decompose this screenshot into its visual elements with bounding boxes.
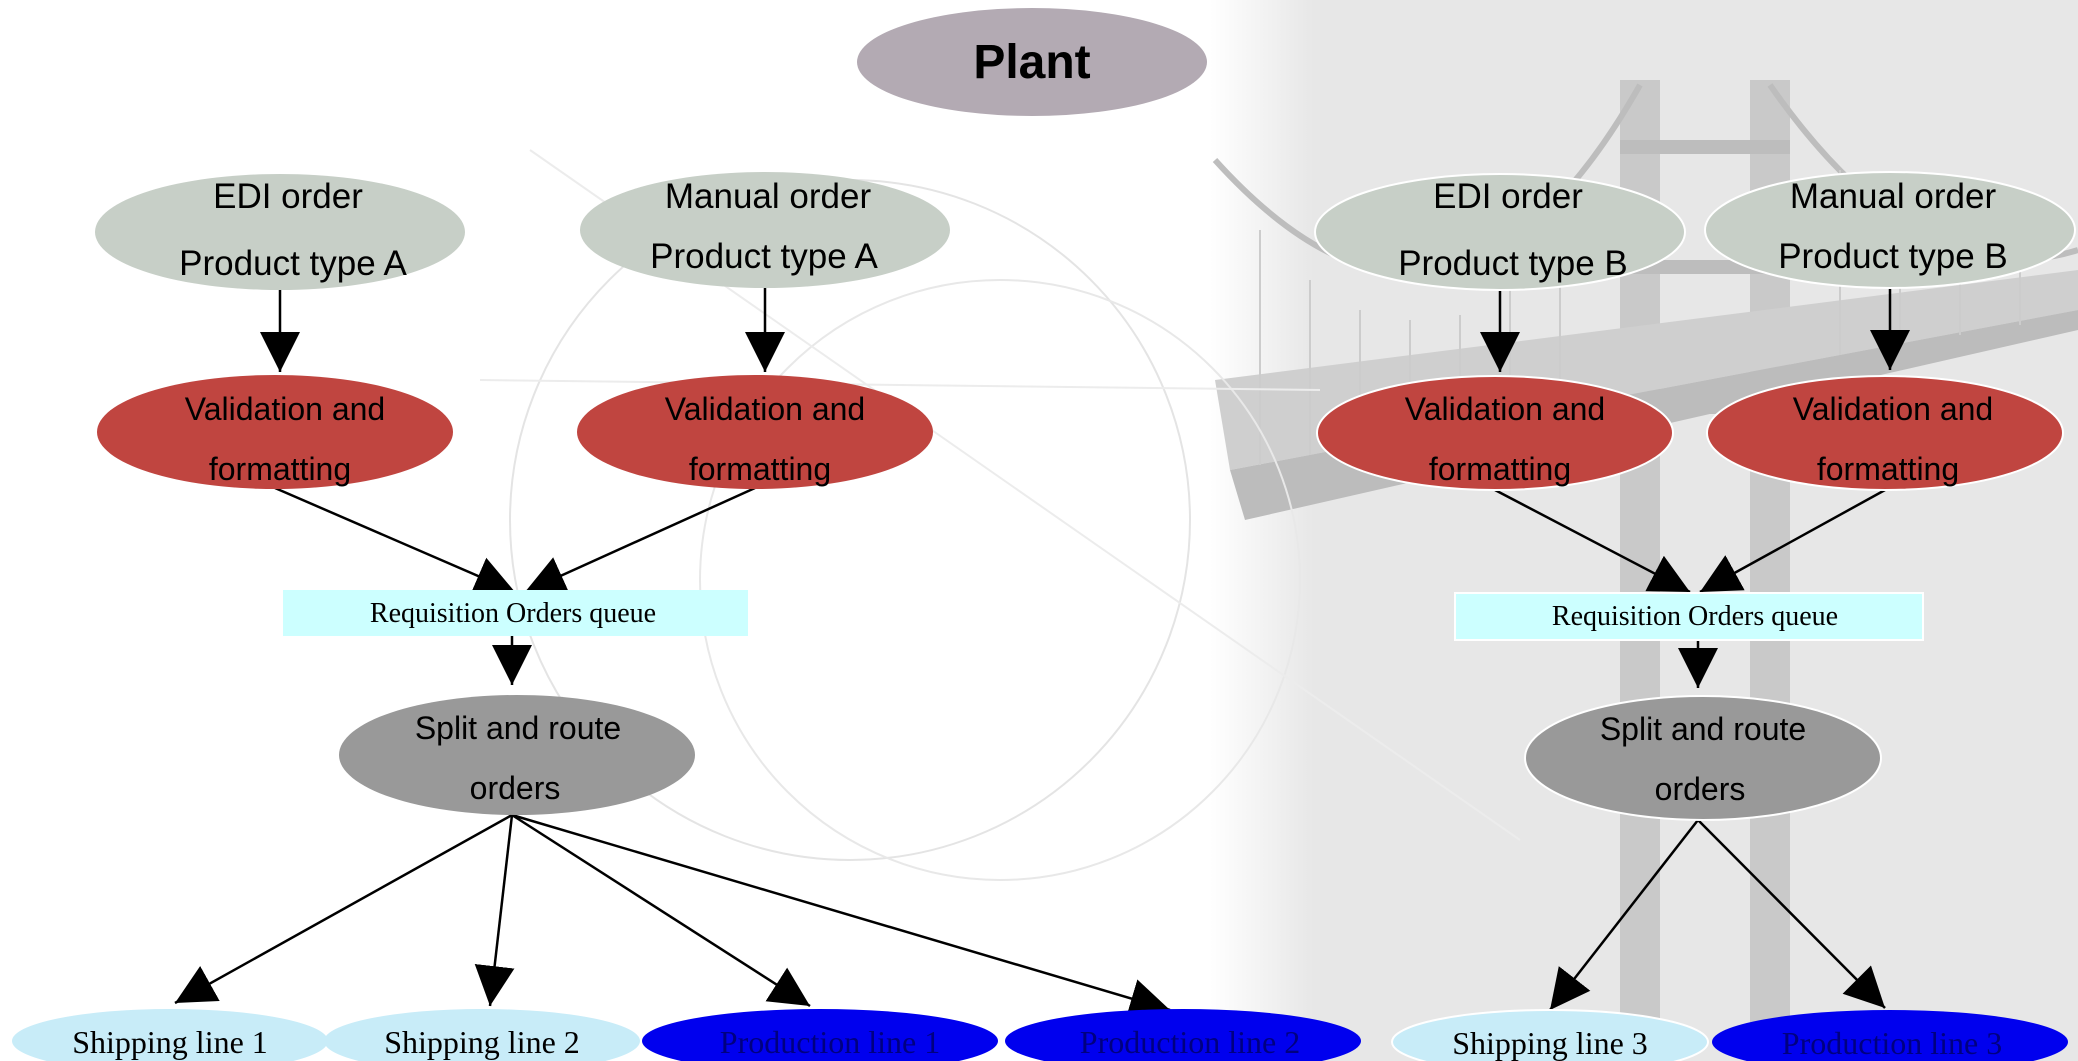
node-text: formatting (1429, 451, 1571, 487)
plant-title: Plant (973, 36, 1090, 89)
node-text: formatting (689, 451, 831, 487)
edge-split-a-to-production-1 (511, 813, 811, 1008)
node-text: Shipping line 1 (72, 1024, 268, 1060)
shipping-line-1-node: Shipping line 1 (12, 1009, 328, 1061)
node-text: EDI order (213, 177, 363, 216)
node-text: Requisition Orders queue (1552, 601, 1838, 632)
split-node-b: Split and route orders (1524, 695, 1882, 821)
node-text: formatting (1817, 451, 1959, 487)
node-text: Production line 3 (1782, 1025, 2002, 1061)
node-text: Manual order (1790, 177, 1997, 216)
shipping-line-2-node: Shipping line 2 (324, 1009, 640, 1061)
order-node-manual-a: Manual order Product type A (580, 172, 950, 288)
node-text: Shipping line 2 (384, 1024, 580, 1060)
node-text: orders (470, 770, 561, 806)
order-node-manual-b: Manual order Product type B (1704, 171, 2076, 289)
node-text: Validation and (665, 391, 865, 427)
node-text: Manual order (665, 177, 872, 216)
edge-split-a-to-production-2 (511, 813, 1171, 1018)
node-text: formatting (209, 451, 351, 487)
split-node-a: Split and route orders (339, 695, 695, 815)
validation-node-2: Validation and formatting (577, 375, 933, 489)
node-text: Production line 1 (720, 1024, 940, 1060)
plant-title-node: Plant (857, 8, 1207, 116)
validation-node-4: Validation and formatting (1706, 375, 2064, 491)
edges (174, 287, 1910, 1018)
edge-validation-3-to-queue-b (1494, 488, 1691, 594)
bridge-background-image (479, 0, 2078, 1061)
queue-node-a: Requisition Orders queue (283, 590, 748, 636)
production-line-1-node: Production line 1 (642, 1009, 998, 1061)
node-text: Product type A (179, 244, 407, 283)
node-text: Production line 2 (1080, 1024, 1300, 1060)
edge-validation-1-to-queue-a (274, 486, 516, 595)
node-text: Product type B (1398, 244, 1628, 283)
node-text: Shipping line 3 (1452, 1025, 1648, 1061)
node-text: Validation and (1405, 391, 1605, 427)
node-text: Validation and (1793, 391, 1993, 427)
node-text: Product type B (1778, 237, 2008, 276)
edge-validation-4-to-queue-b (1699, 488, 1886, 594)
shipping-line-3-node: Shipping line 3 (1391, 1009, 1709, 1061)
node-text: Product type A (650, 237, 878, 276)
production-line-3-node: Production line 3 (1712, 1010, 2068, 1061)
validation-node-3: Validation and formatting (1316, 375, 1674, 491)
node-text: Validation and (185, 391, 385, 427)
production-line-2-node: Production line 2 (1005, 1009, 1361, 1061)
edge-split-b-to-shipping-3 (1549, 819, 1699, 1011)
edge-split-a-to-shipping-1 (174, 813, 513, 1005)
node-text: Split and route (1600, 711, 1806, 747)
edge-validation-2-to-queue-a (524, 486, 756, 594)
node-text: orders (1655, 771, 1746, 807)
order-node-edi-a: EDI order Product type A (95, 174, 465, 290)
edge-split-a-to-shipping-2 (474, 814, 515, 1007)
edge-split-b-to-production-3 (1697, 819, 1886, 1009)
validation-node-1: Validation and formatting (97, 375, 453, 489)
node-text: Split and route (415, 710, 621, 746)
order-node-edi-b: EDI order Product type B (1314, 173, 1686, 291)
node-text: EDI order (1433, 177, 1583, 216)
node-text: Requisition Orders queue (370, 598, 656, 629)
queue-node-b: Requisition Orders queue (1454, 592, 1924, 641)
